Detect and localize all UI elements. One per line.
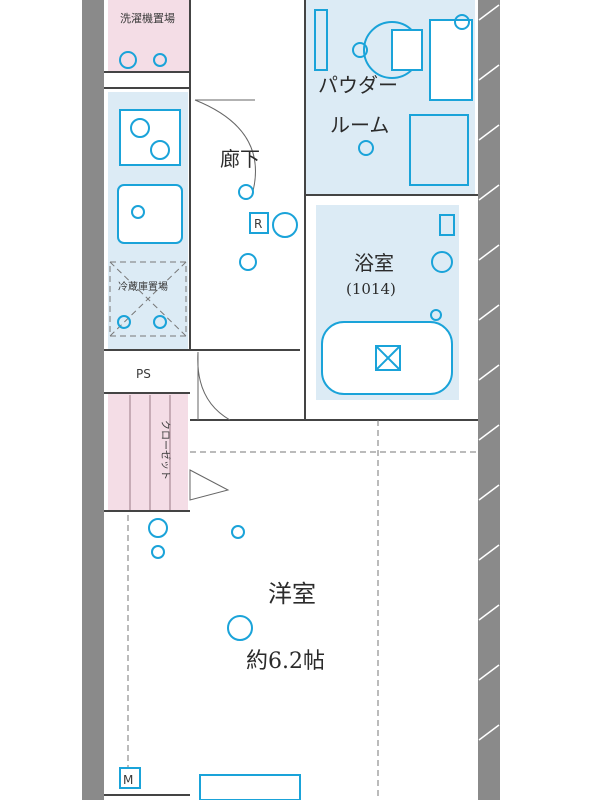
right-wall <box>478 0 500 800</box>
bath-label: 浴室 <box>354 251 394 275</box>
right-wall-hatch <box>478 4 500 741</box>
closet-area <box>108 393 188 511</box>
multimedia-symbol: M <box>123 773 133 787</box>
room-door-swing <box>197 351 231 421</box>
powder-room-label-2: ルーム <box>330 113 389 137</box>
refrigerator-outlet-icon <box>249 212 269 234</box>
hallway-door-swing <box>194 99 256 196</box>
hallway-label: 廊下 <box>220 147 260 171</box>
outlet-symbol: R <box>254 217 262 231</box>
closet-louvers <box>129 395 171 510</box>
ceiling-light-icon <box>227 615 253 641</box>
western-room-dash-lines <box>127 420 478 800</box>
shelf-icon <box>314 9 328 71</box>
washer-drain-icon <box>119 51 137 69</box>
washer-label: 洗濯機置場 <box>120 11 175 25</box>
left-wall <box>82 0 104 800</box>
kitchen-sink-icon <box>117 184 183 244</box>
stove-icon <box>119 109 181 166</box>
fridge-label: 冷蔵庫置場 <box>118 280 168 293</box>
ps-label: PS <box>136 367 151 381</box>
western-room-label: 洋室 <box>268 580 316 608</box>
fridge-area <box>109 261 187 337</box>
closet-door <box>189 469 230 501</box>
bath-size-label: (1014) <box>346 280 396 298</box>
bath-drain-icon <box>375 345 401 371</box>
multimedia-icon <box>119 767 141 789</box>
washer-area <box>108 0 190 72</box>
washing-machine-icon <box>429 19 473 101</box>
western-room-size: 約6.2帖 <box>246 649 325 674</box>
hallway-light-icon <box>238 184 254 200</box>
interior-walls <box>104 0 478 512</box>
closet-label: クローゼット <box>159 420 171 480</box>
powder-room-label-1: パウダー <box>318 73 398 97</box>
